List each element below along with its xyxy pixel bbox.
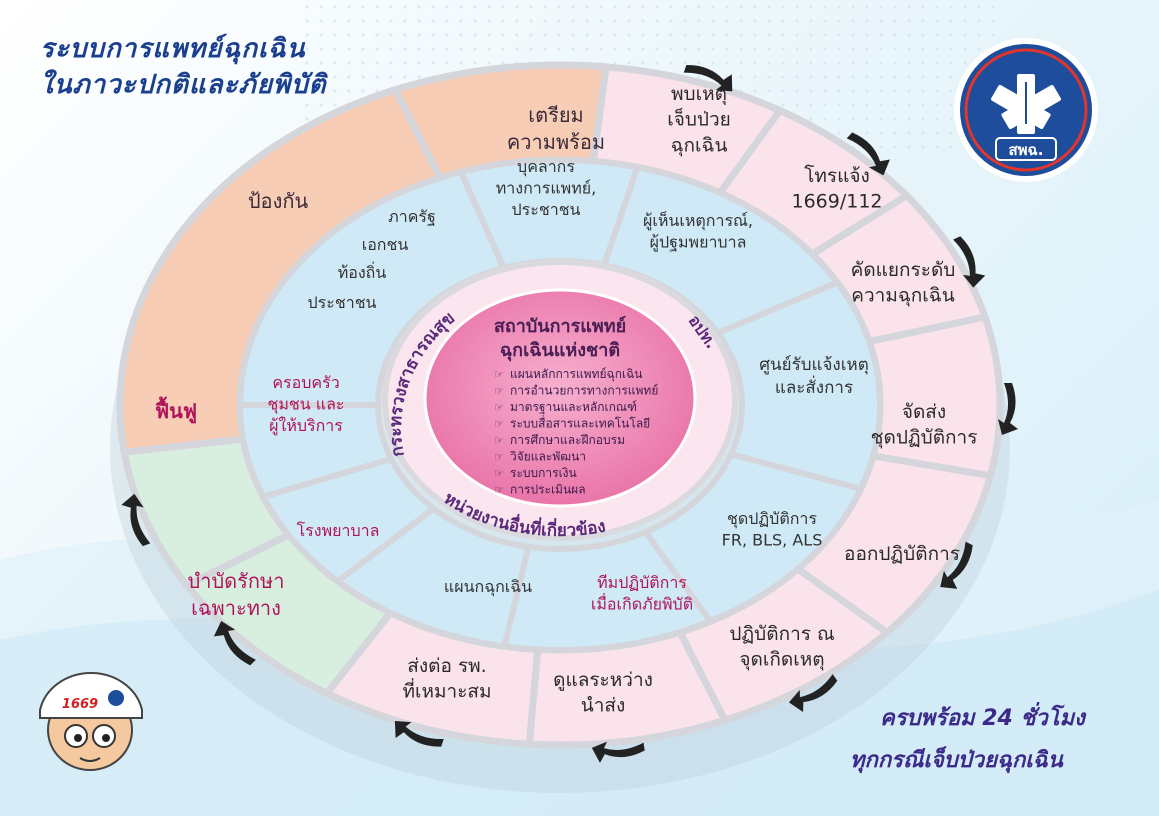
mascot-icon: 1669 xyxy=(39,671,143,771)
logo-abbr: สพฉ. xyxy=(1009,141,1044,159)
flow-arrow-10 xyxy=(121,493,151,547)
flow-arrow-1 xyxy=(683,65,733,92)
flow-arrow-6 xyxy=(788,674,838,713)
mascot-helmet-text: 1669 xyxy=(62,697,98,712)
center-item-bullet: ☞ xyxy=(494,368,504,381)
inner-ring xyxy=(236,157,883,653)
sector-step-4 xyxy=(864,312,1004,480)
label-step-5: ออกปฏิบัติการ xyxy=(844,543,960,565)
center-item: การศึกษาและฝึกอบรม xyxy=(510,433,625,447)
center-item: การอำนวยการทางการแพทย์ xyxy=(510,384,658,398)
flow-arrow-5 xyxy=(940,541,973,589)
label-sector-private: เอกชน xyxy=(362,235,409,254)
center-item-bullet: ☞ xyxy=(494,385,504,398)
label-er: แผนกฉุกเฉิน xyxy=(444,577,532,597)
flow-arrow-4 xyxy=(998,383,1018,435)
flow-arrow-7 xyxy=(591,741,645,763)
label-sector-public: ประชาชน xyxy=(308,293,377,312)
flow-arrow-9 xyxy=(213,620,256,666)
label-disaster: ทีมปฏิบัติการเมื่อเกิดภัยพิบัติ xyxy=(591,573,693,614)
label-family: ครอบครัวชุมชน และผู้ให้บริการ xyxy=(268,373,345,436)
center-item-bullet: ☞ xyxy=(494,434,504,447)
label-step-1: พบเหตุเจ็บป่วยฉุกเฉิน xyxy=(667,83,731,157)
label-step-4: จัดส่งชุดปฏิบัติการ xyxy=(871,401,978,450)
flow-arrow-8 xyxy=(394,720,444,747)
diagram-title-line2: ในภาวะปกติและภัยพิบัติ xyxy=(40,70,327,100)
label-sector-local: ท้องถิ่น xyxy=(338,261,387,282)
ems-logo: สพฉ. xyxy=(954,38,1098,182)
label-personnel: บุคลากรทางการแพทย์,ประชาชน xyxy=(496,157,596,219)
center-item: มาตรฐานและหลักเกณฑ์ xyxy=(510,400,637,414)
center-item-bullet: ☞ xyxy=(494,401,504,414)
label-step-8: ส่งต่อ รพ.ที่เหมาะสม xyxy=(402,655,491,703)
center-item: ระบบการเงิน xyxy=(510,466,577,480)
label-prevent: ป้องกัน xyxy=(248,189,309,213)
label-hospital: โรงพยาบาล xyxy=(297,521,380,540)
label-witness: ผู้เห็นเหตุการณ์,ผู้ปฐมพยาบาล xyxy=(643,210,753,253)
label-sector-state: ภาครัฐ xyxy=(388,207,436,226)
label-prepare: เตรียมความพร้อม xyxy=(507,103,605,154)
flow-arrow-3 xyxy=(953,236,986,288)
label-step-6: ปฏิบัติการ ณจุดเกิดเหตุ xyxy=(729,623,834,672)
center-item-bullet: ☞ xyxy=(494,451,504,464)
center-item-bullet: ☞ xyxy=(494,484,504,497)
center-item-list: ☞ แผนหลักการแพทย์ฉุกเฉิน ☞ การอำนวยการทางกา… xyxy=(494,367,658,497)
sector-sectors xyxy=(236,168,508,408)
center-item: การประเมินผล xyxy=(510,483,586,497)
diagram-title-line1: ระบบการแพทย์ฉุกเฉิน xyxy=(40,34,306,64)
label-step-7: ดูแลระหว่างนำส่ง xyxy=(553,669,653,717)
center-item-bullet: ☞ xyxy=(494,467,504,480)
center-title-1: สถาบันการแพทย์ xyxy=(494,315,626,337)
tagline-line2: ทุกกรณีเจ็บป่วยฉุกเฉิน xyxy=(850,748,1063,773)
label-recover: ฟื้นฟู xyxy=(155,396,197,425)
center-item: วิจัยและพัฒนา xyxy=(510,450,586,464)
outer-labels: ป้องกัน เตรียมความพร้อมฟื้นฟูบำบัดรักษาเฉ… xyxy=(155,83,978,717)
center-core xyxy=(423,288,697,508)
center-item-bullet: ☞ xyxy=(494,418,504,431)
center-item: ระบบสื่อสารและเทคโนโลยี xyxy=(510,415,650,431)
center-item: แผนหลักการแพทย์ฉุกเฉิน xyxy=(510,367,642,382)
label-step-3: คัดแยกระดับความฉุกเฉิน xyxy=(851,259,956,308)
flow-arrows xyxy=(121,65,1018,763)
flow-arrow-2 xyxy=(846,132,890,176)
tagline-line1: ครบพร้อม 24 ชั่วโมง xyxy=(880,706,1085,731)
label-dispatch: ศูนย์รับแจ้งเหตุและสั่งการ xyxy=(759,355,869,398)
sector-family xyxy=(236,402,396,501)
label-treat: บำบัดรักษาเฉพาะทาง xyxy=(188,569,285,620)
center-title-2: ฉุกเฉินแห่งชาติ xyxy=(500,340,620,362)
